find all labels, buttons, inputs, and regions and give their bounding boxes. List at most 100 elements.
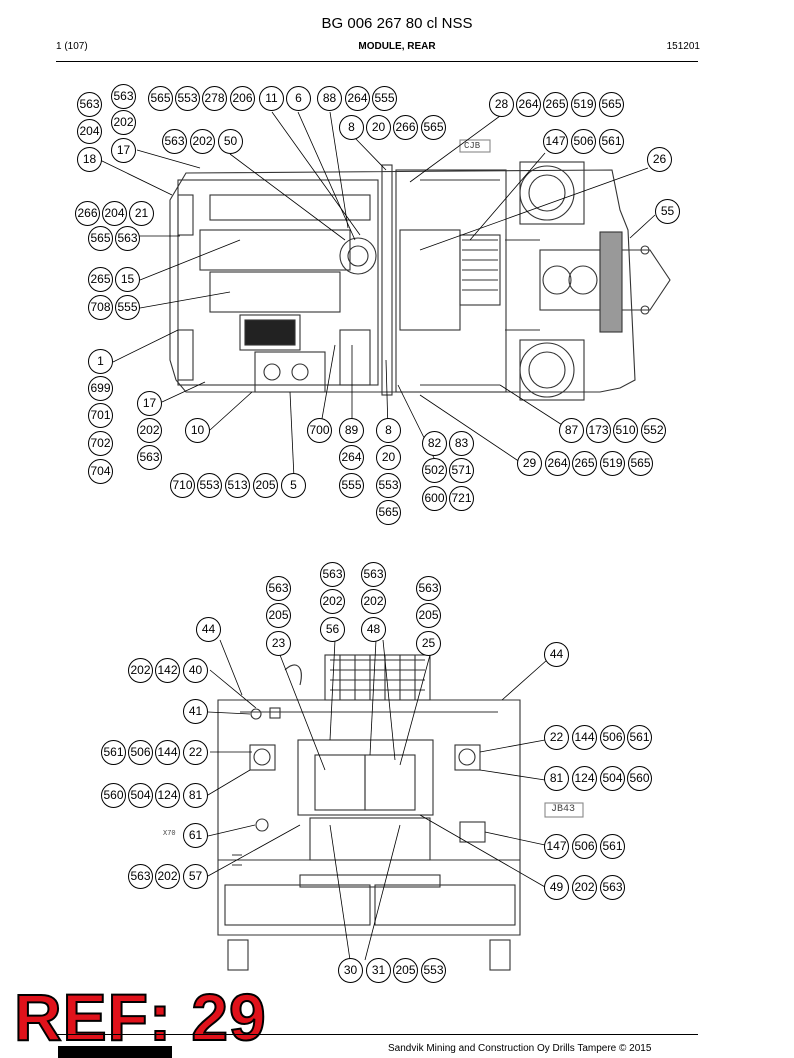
- callout[interactable]: 202: [572, 875, 597, 900]
- callout[interactable]: 11: [259, 86, 284, 111]
- callout[interactable]: 25: [416, 631, 441, 656]
- callout[interactable]: 21: [129, 201, 154, 226]
- callout[interactable]: 553: [376, 473, 401, 498]
- callout[interactable]: 710: [170, 473, 195, 498]
- callout[interactable]: 82: [422, 431, 447, 456]
- callout[interactable]: 563: [77, 92, 102, 117]
- callout[interactable]: 10: [185, 418, 210, 443]
- callout[interactable]: 510: [613, 418, 638, 443]
- callout[interactable]: 204: [77, 119, 102, 144]
- callout[interactable]: 147: [543, 129, 568, 154]
- callout[interactable]: 266: [75, 201, 100, 226]
- callout[interactable]: 173: [586, 418, 611, 443]
- callout[interactable]: 563: [111, 84, 136, 109]
- callout[interactable]: 563: [162, 129, 187, 154]
- callout[interactable]: 202: [190, 129, 215, 154]
- callout[interactable]: 61: [183, 823, 208, 848]
- callout[interactable]: 44: [196, 617, 221, 642]
- callout[interactable]: 144: [155, 740, 180, 765]
- callout[interactable]: 8: [376, 418, 401, 443]
- callout[interactable]: 31: [366, 958, 391, 983]
- callout[interactable]: 265: [572, 451, 597, 476]
- callout[interactable]: 560: [627, 766, 652, 791]
- callout[interactable]: 555: [115, 295, 140, 320]
- callout[interactable]: 147: [544, 834, 569, 859]
- callout[interactable]: 561: [600, 834, 625, 859]
- callout[interactable]: 204: [102, 201, 127, 226]
- callout[interactable]: 44: [544, 642, 569, 667]
- callout[interactable]: 565: [88, 226, 113, 251]
- callout[interactable]: 30: [338, 958, 363, 983]
- callout[interactable]: 561: [599, 129, 624, 154]
- callout[interactable]: 708: [88, 295, 113, 320]
- callout[interactable]: 205: [266, 603, 291, 628]
- callout[interactable]: 555: [339, 473, 364, 498]
- callout[interactable]: 552: [641, 418, 666, 443]
- callout[interactable]: 1: [88, 349, 113, 374]
- callout[interactable]: 20: [376, 445, 401, 470]
- callout[interactable]: 701: [88, 403, 113, 428]
- callout[interactable]: 202: [111, 110, 136, 135]
- callout[interactable]: 40: [183, 658, 208, 683]
- callout[interactable]: 563: [128, 864, 153, 889]
- callout[interactable]: 264: [339, 445, 364, 470]
- callout[interactable]: 555: [372, 86, 397, 111]
- callout[interactable]: 202: [361, 589, 386, 614]
- callout[interactable]: 565: [628, 451, 653, 476]
- callout[interactable]: 565: [148, 86, 173, 111]
- callout[interactable]: 124: [155, 783, 180, 808]
- callout[interactable]: 563: [416, 576, 441, 601]
- callout[interactable]: 28: [489, 92, 514, 117]
- callout[interactable]: 83: [449, 431, 474, 456]
- callout[interactable]: 504: [600, 766, 625, 791]
- callout[interactable]: 266: [393, 115, 418, 140]
- callout[interactable]: 519: [571, 92, 596, 117]
- callout[interactable]: 15: [115, 267, 140, 292]
- callout[interactable]: 144: [572, 725, 597, 750]
- callout[interactable]: 561: [101, 740, 126, 765]
- callout[interactable]: 506: [572, 834, 597, 859]
- callout[interactable]: 202: [137, 418, 162, 443]
- callout[interactable]: 22: [544, 725, 569, 750]
- callout[interactable]: 8: [339, 115, 364, 140]
- callout[interactable]: 553: [421, 958, 446, 983]
- callout[interactable]: 202: [320, 589, 345, 614]
- callout[interactable]: 205: [393, 958, 418, 983]
- callout[interactable]: 553: [175, 86, 200, 111]
- callout[interactable]: 560: [101, 783, 126, 808]
- callout[interactable]: 513: [225, 473, 250, 498]
- callout[interactable]: 49: [544, 875, 569, 900]
- callout[interactable]: 565: [376, 500, 401, 525]
- callout[interactable]: 563: [115, 226, 140, 251]
- callout[interactable]: 699: [88, 376, 113, 401]
- callout[interactable]: 264: [516, 92, 541, 117]
- callout[interactable]: 721: [449, 486, 474, 511]
- callout[interactable]: 700: [307, 418, 332, 443]
- callout[interactable]: 264: [545, 451, 570, 476]
- callout[interactable]: 202: [128, 658, 153, 683]
- callout[interactable]: 17: [137, 391, 162, 416]
- callout[interactable]: 265: [88, 267, 113, 292]
- callout[interactable]: 553: [197, 473, 222, 498]
- callout[interactable]: 704: [88, 459, 113, 484]
- callout[interactable]: 504: [128, 783, 153, 808]
- callout[interactable]: 50: [218, 129, 243, 154]
- callout[interactable]: 265: [543, 92, 568, 117]
- callout[interactable]: 88: [317, 86, 342, 111]
- callout[interactable]: 6: [286, 86, 311, 111]
- callout[interactable]: 23: [266, 631, 291, 656]
- callout[interactable]: 563: [361, 562, 386, 587]
- callout[interactable]: 29: [517, 451, 542, 476]
- callout[interactable]: 205: [253, 473, 278, 498]
- callout[interactable]: 206: [230, 86, 255, 111]
- callout[interactable]: 81: [183, 783, 208, 808]
- callout[interactable]: 561: [627, 725, 652, 750]
- callout[interactable]: 26: [647, 147, 672, 172]
- callout[interactable]: 563: [320, 562, 345, 587]
- callout[interactable]: 56: [320, 617, 345, 642]
- callout[interactable]: 20: [366, 115, 391, 140]
- callout[interactable]: 142: [155, 658, 180, 683]
- callout[interactable]: 506: [600, 725, 625, 750]
- callout[interactable]: 55: [655, 199, 680, 224]
- callout[interactable]: 57: [183, 864, 208, 889]
